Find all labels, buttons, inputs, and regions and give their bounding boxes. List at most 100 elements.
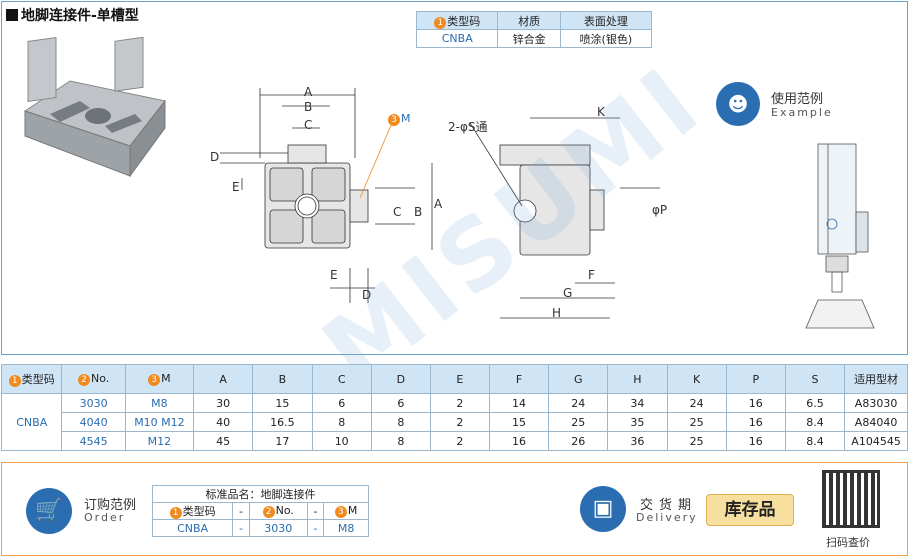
dim-cell: 8 xyxy=(370,412,431,432)
dim-cell: 14 xyxy=(488,393,550,413)
dim-cell: 15 xyxy=(488,412,550,432)
dim-cell: 24 xyxy=(666,393,727,413)
std-cell: - xyxy=(306,519,325,537)
dim-header: A xyxy=(193,364,254,394)
dim-label-C-right: C xyxy=(393,205,402,219)
dim-header: B xyxy=(252,364,313,394)
marker-2-icon: 2 xyxy=(78,374,91,386)
dim-cell: 25 xyxy=(548,412,609,432)
user-question-icon: ☻ xyxy=(716,82,760,126)
stock-badge: 库存品 xyxy=(706,494,794,526)
dim-header-label: M xyxy=(161,372,171,385)
dim-header: P xyxy=(725,364,786,394)
dim-cell: 45 xyxy=(193,431,254,451)
hole-label: 2-φS通 xyxy=(448,120,488,134)
dim-cell: 16 xyxy=(725,393,786,413)
dim-cell: 16.5 xyxy=(252,412,313,432)
dim-cell: 25 xyxy=(666,412,727,432)
dim-cell: 36 xyxy=(607,431,668,451)
technical-drawing xyxy=(220,88,660,319)
dim-label-D-bottom: D xyxy=(362,288,372,302)
dim-header: S xyxy=(784,364,846,394)
dim-cell: M8 xyxy=(124,393,195,413)
qr-label: 扫码查价 xyxy=(826,536,870,549)
std-header-label: 类型码 xyxy=(182,505,216,518)
dim-header: G xyxy=(548,364,609,394)
dim-cell: 8.4 xyxy=(784,431,846,451)
dim-label-C: C xyxy=(304,118,313,132)
dim-header-label: 类型码 xyxy=(21,373,55,386)
dim-label-E: E xyxy=(232,180,240,194)
delivery-label: 交货期 xyxy=(640,498,698,513)
dim-cell: 4545 xyxy=(61,431,126,451)
delivery-sub: Delivery xyxy=(636,511,698,524)
dim-cell: 24 xyxy=(548,393,609,413)
spec-header-label: 类型码 xyxy=(447,14,481,28)
dim-cell: A83030 xyxy=(844,393,908,413)
std-sep: - xyxy=(306,502,325,520)
dim-cell: 35 xyxy=(607,412,668,432)
order-label: 订购范例 xyxy=(84,498,137,513)
dim-cell: 6 xyxy=(311,393,372,413)
std-cell: CNBA xyxy=(151,519,234,537)
spec-cell: 喷涂(银色) xyxy=(559,29,653,48)
spec-header-material: 材质 xyxy=(497,11,561,30)
dim-header: 适用型材 xyxy=(844,364,908,394)
dim-label-A: A xyxy=(304,85,313,99)
qr-code-icon[interactable] xyxy=(822,470,880,528)
dim-cell: 8.4 xyxy=(784,412,846,432)
dim-cell: 40 xyxy=(193,412,254,432)
usage-sub: Example xyxy=(771,106,833,119)
std-title: 标准品名：地脚连接件 xyxy=(152,485,369,503)
dim-label-A-right: A xyxy=(434,197,443,211)
std-sep: - xyxy=(232,502,250,520)
dim-cell: 25 xyxy=(666,431,727,451)
std-cell: 3030 xyxy=(248,519,308,537)
product-panel xyxy=(1,1,908,355)
marker-1-icon: 1 xyxy=(169,507,182,519)
title-square-icon xyxy=(6,9,18,21)
dim-cell: 8 xyxy=(311,412,372,432)
dim-cell: 2 xyxy=(429,393,490,413)
dim-cell: 34 xyxy=(607,393,668,413)
product-photo xyxy=(23,36,166,178)
dim-cell: 6.5 xyxy=(784,393,846,413)
dim-cell: 26 xyxy=(548,431,609,451)
dim-header: D xyxy=(370,364,431,394)
dim-label-F: F xyxy=(588,268,595,282)
dim-header-label: No. xyxy=(91,372,110,385)
marker-3-icon: 3 xyxy=(334,506,347,518)
dim-cell: 10 xyxy=(311,431,372,451)
dim-label-B: B xyxy=(304,100,313,114)
spec-cell: CNBA xyxy=(415,29,499,48)
usage-example-drawing xyxy=(805,143,875,329)
marker-1-icon: 1 xyxy=(434,16,447,29)
marker-3-icon: 3 xyxy=(148,374,161,386)
dim-cell: 15 xyxy=(252,393,313,413)
delivery-box-icon: ▣ xyxy=(580,486,626,532)
std-header-label: M xyxy=(347,504,358,517)
page-title: 地脚连接件-单槽型 xyxy=(6,5,139,25)
std-cell: - xyxy=(232,519,250,537)
dim-label-B-right: B xyxy=(414,205,423,219)
marker-2-icon: 2 xyxy=(262,506,275,518)
dim-header: E xyxy=(429,364,490,394)
dim-cell: 16 xyxy=(488,431,550,451)
std-cell: M8 xyxy=(323,519,369,537)
order-panel xyxy=(1,462,908,556)
dim-label-K: K xyxy=(597,105,605,119)
dim-cell: 2 xyxy=(429,412,490,432)
std-header-label: No. xyxy=(275,504,294,517)
dim-header: H xyxy=(607,364,668,394)
dim-cell: 30 xyxy=(193,393,254,413)
title-text: 地脚连接件-单槽型 xyxy=(21,8,139,24)
